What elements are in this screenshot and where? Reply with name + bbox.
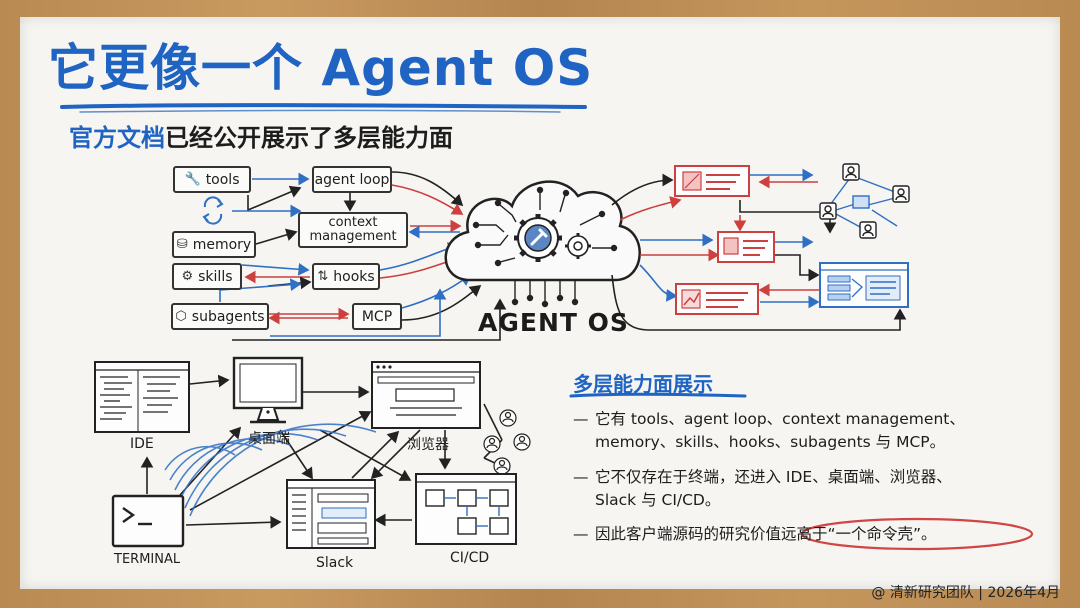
cube-icon: ⬡ <box>175 309 187 324</box>
bullet-3-line1: 因此客户端源码的研究价值远高于“一个命令壳”。 <box>595 525 937 543</box>
up-down-arrows-icon: ⇅ <box>317 269 329 284</box>
subagents-box: ⬡ subagents <box>171 303 269 330</box>
bullet-item-2: — 它不仅存在于终端，还进入 IDE、桌面端、浏览器、 Slack 与 CI/CD… <box>573 466 952 512</box>
bullet-item-1: — 它有 tools、agent loop、context management、… <box>573 408 965 454</box>
highlight-circle <box>800 517 1034 551</box>
right-panel-middle <box>717 231 775 263</box>
slack-window-icon <box>286 479 376 549</box>
left-diagram-arrows <box>219 171 507 341</box>
database-icon: ⛁ <box>176 237 188 252</box>
subagents-label: subagents <box>191 308 265 325</box>
bullet-2-line1: 它不仅存在于终端，还进入 IDE、桌面端、浏览器、 <box>595 468 952 486</box>
wrench-icon: 🔧 <box>184 172 201 187</box>
bullet-dash: — <box>573 525 589 543</box>
subtitle: 官方文档已经公开展示了多层能力面 <box>69 118 453 153</box>
people-network-icon <box>819 163 910 239</box>
footer-credit: @ 清新研究团队 | 2026年4月 <box>871 585 1060 601</box>
memory-label: memory <box>192 236 252 253</box>
right-panel-bottom <box>675 283 759 315</box>
bullet-dash: — <box>573 468 589 486</box>
mcp-box: MCP <box>352 303 402 330</box>
context-management-box: context management <box>298 212 408 248</box>
bullet-2-line2: Slack 与 CI/CD。 <box>595 491 721 509</box>
terminal-signal-waves <box>164 423 377 517</box>
agent-os-label: AGENT OS <box>478 308 629 337</box>
title-underline <box>60 103 587 113</box>
ide-label: IDE <box>130 436 154 452</box>
bullet-1-line2: memory、skills、hooks、subagents 与 MCP。 <box>595 433 946 451</box>
capability-heading: 多层能力面展示 <box>573 372 713 396</box>
slack-label: Slack <box>316 555 354 571</box>
page-title: 它更像一个 Agent OS <box>48 39 594 97</box>
cicd-pipeline-icon <box>415 473 517 545</box>
gear-icon: ⚙ <box>181 269 194 284</box>
bullet-1-line1: 它有 tools、agent loop、context management、 <box>595 410 965 428</box>
hooks-label: hooks <box>333 268 375 285</box>
memory-box: ⛁ memory <box>172 231 256 258</box>
cloud-gear-icon <box>444 180 641 308</box>
terminal-label: TERMINAL <box>114 552 181 567</box>
subtitle-rest: 已经公开展示了多层能力面 <box>165 124 453 152</box>
people-cluster-icon <box>483 409 531 475</box>
terminal-window-icon <box>111 494 185 548</box>
right-panel-top <box>674 165 750 197</box>
mcp-label: MCP <box>361 308 393 325</box>
browser-window-icon <box>371 361 481 429</box>
bullet-dash: — <box>573 410 589 428</box>
refresh-icon <box>202 196 224 225</box>
right-panel-flow <box>819 262 909 308</box>
right-diagram-arrows <box>611 168 907 331</box>
browser-label: 浏览器 <box>407 437 449 453</box>
agent-loop-box: agent loop <box>312 166 392 193</box>
desktop-label: 桌面端 <box>248 431 290 447</box>
bullet-item-3: — 因此客户端源码的研究价值远高于“一个命令壳”。 <box>573 523 937 546</box>
tools-label: tools <box>205 171 240 188</box>
subtitle-highlight: 官方文档 <box>69 124 165 152</box>
context-label-line2: management <box>309 229 397 244</box>
platform-arrows <box>140 374 511 529</box>
agent-loop-label: agent loop <box>314 171 390 188</box>
cicd-label: CI/CD <box>450 550 490 566</box>
skills-label: skills <box>198 268 233 285</box>
ide-window-icon <box>94 361 190 433</box>
desktop-monitor-icon <box>232 356 304 424</box>
heading-decoration <box>569 392 747 398</box>
skills-box: ⚙ skills <box>172 263 242 290</box>
context-label-line1: context <box>328 215 378 230</box>
tools-box: 🔧 tools <box>173 166 251 193</box>
hooks-box: ⇅ hooks <box>312 263 380 290</box>
